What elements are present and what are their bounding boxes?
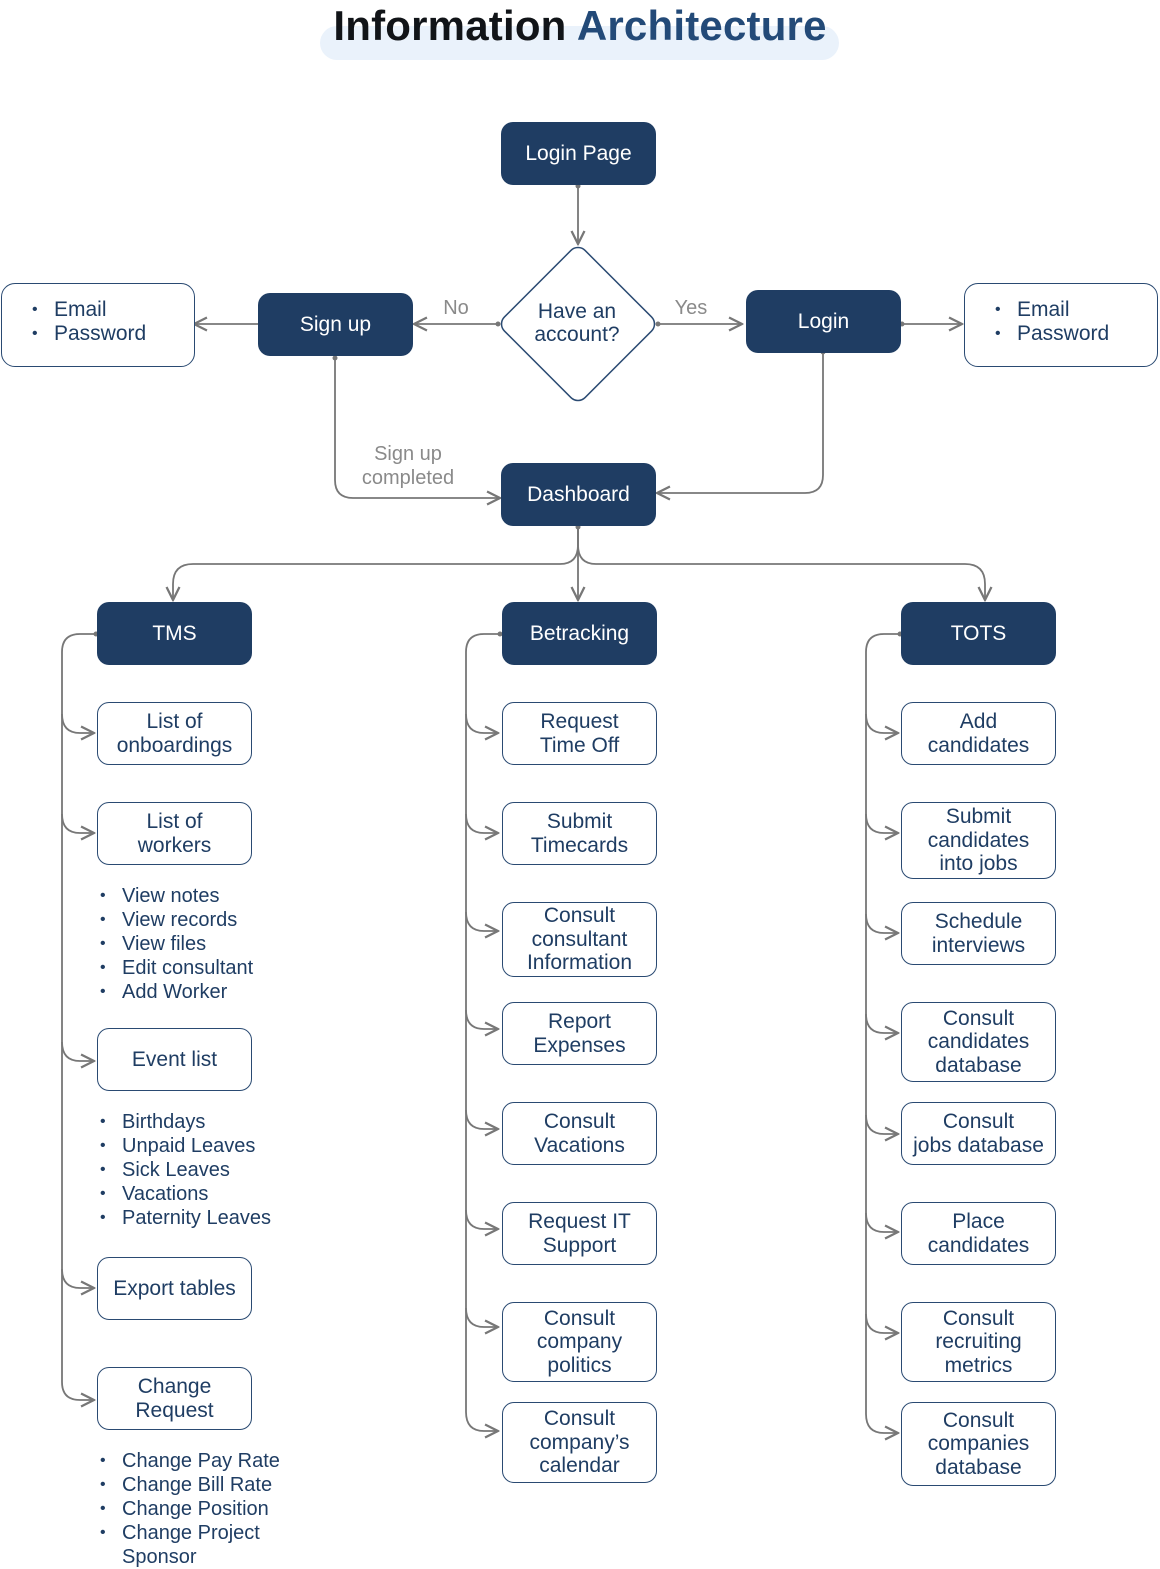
list-item: Birthdays [100, 1110, 271, 1134]
login-node: Login [746, 290, 901, 353]
list-item: Change Pay Rate [100, 1449, 280, 1473]
list-item: Vacations [100, 1182, 271, 1206]
list-item: Sick Leaves [100, 1158, 271, 1182]
betracking-item: Request Time Off [502, 702, 657, 765]
edge-dashboard-tots [577, 527, 985, 600]
list-item: Paternity Leaves [100, 1206, 271, 1230]
login-fields-box: Email Password [964, 283, 1158, 367]
decision-diamond [500, 246, 656, 402]
edge-login-dashboard [657, 352, 824, 493]
edge-label-signup-completed: Sign up completed [361, 443, 455, 489]
title-word-1: Information [333, 2, 567, 49]
decision-label: Have an account? [534, 300, 620, 347]
tots-item: Consult companies database [901, 1402, 1056, 1486]
tms-change-bullets: Change Pay Rate Change Bill Rate Change … [100, 1449, 280, 1569]
tots-trunk [865, 633, 900, 1433]
list-item: Change Bill Rate [100, 1473, 280, 1497]
sign-up-node: Sign up [258, 293, 413, 356]
tms-trunk [61, 633, 96, 1400]
list-item: View notes [100, 884, 253, 908]
tms-item-onboardings: List of onboardings [97, 702, 252, 765]
title-highlight [320, 26, 839, 60]
signup-field-password: Password [32, 322, 194, 346]
tms-item-change-request: Change Request [97, 1367, 252, 1430]
edge-dashboard-tms [173, 527, 579, 600]
login-page-node: Login Page [501, 122, 656, 185]
tots-item: Submit candidates into jobs [901, 802, 1056, 879]
edge-signup-dashboard [334, 358, 500, 498]
signup-fields-box: Email Password [1, 283, 195, 367]
list-item: Add Worker [100, 980, 253, 1004]
tots-item: Consult jobs database [901, 1102, 1056, 1165]
betracking-item: Consult Vacations [502, 1102, 657, 1165]
edge-label-no: No [443, 297, 469, 319]
betracking-item: Submit Timecards [502, 802, 657, 865]
tots-item: Consult candidates database [901, 1002, 1056, 1082]
betracking-item: Consult company politics [502, 1302, 657, 1382]
betracking-item: Request IT Support [502, 1202, 657, 1265]
signup-field-email: Email [32, 298, 194, 322]
tms-item-export-tables: Export tables [97, 1257, 252, 1320]
betracking-header: Betracking [502, 602, 657, 665]
betracking-item: Consult company’s calendar [502, 1402, 657, 1483]
page-title: Information Architecture [0, 2, 1160, 50]
list-item: View files [100, 932, 253, 956]
dashboard-node: Dashboard [501, 463, 656, 526]
tms-header: TMS [97, 602, 252, 665]
list-item: Unpaid Leaves [100, 1134, 271, 1158]
tms-item-workers: List of workers [97, 802, 252, 865]
login-field-password: Password [995, 322, 1157, 346]
betracking-item: Consult consultant Information [502, 902, 657, 977]
tots-header: TOTS [901, 602, 1056, 665]
list-item: View records [100, 908, 253, 932]
betracking-item: Report Expenses [502, 1002, 657, 1065]
tots-item: Add candidates [901, 702, 1056, 765]
login-field-email: Email [995, 298, 1157, 322]
list-item: Edit consultant [100, 956, 253, 980]
tms-workers-bullets: View notes View records View files Edit … [100, 884, 253, 1004]
list-item: Change Position [100, 1497, 280, 1521]
betracking-trunk [465, 633, 500, 1431]
title-word-2: Architecture [576, 2, 827, 49]
tots-item: Schedule interviews [901, 902, 1056, 965]
tms-item-event-list: Event list [97, 1028, 252, 1091]
tots-item: Consult recruiting metrics [901, 1302, 1056, 1382]
list-item: Change Project Sponsor [100, 1521, 280, 1569]
edge-label-yes: Yes [674, 297, 708, 319]
tms-event-bullets: Birthdays Unpaid Leaves Sick Leaves Vaca… [100, 1110, 271, 1230]
title-area: Information Architecture [0, 0, 1160, 62]
tots-item: Place candidates [901, 1202, 1056, 1265]
